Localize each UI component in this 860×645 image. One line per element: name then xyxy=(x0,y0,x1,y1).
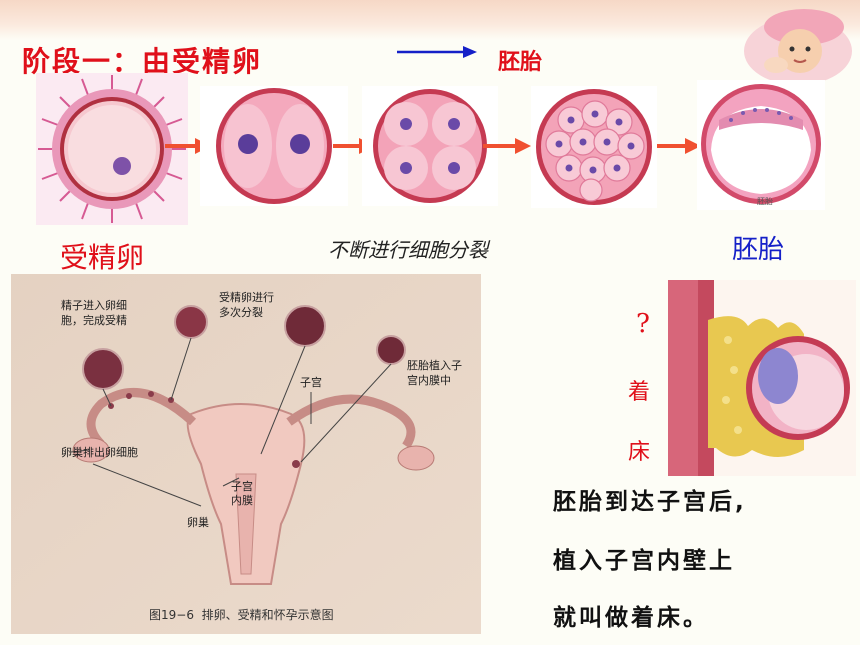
morula-image xyxy=(531,86,657,208)
blastocyst-image xyxy=(697,80,825,210)
blue-arrow-icon xyxy=(397,46,477,58)
blastocyst-label: 胚胎 xyxy=(732,235,785,265)
two-cell-stage-image xyxy=(200,86,348,206)
top-decorative-band xyxy=(0,0,860,40)
label-implants: 胚胎植入子 宫内膜中 xyxy=(407,359,462,387)
figure-caption: 图19−6 排卵、受精和怀孕示意图 xyxy=(149,608,334,622)
label-endometrium: 子宫 内膜 xyxy=(231,480,253,507)
label-ovary-releases: 卵巢排出卵细胞 xyxy=(61,446,138,459)
implantation-image xyxy=(668,280,856,476)
implantation-term-2: 床 xyxy=(628,440,651,465)
division-caption: 不断进行细胞分裂 xyxy=(328,238,488,262)
textbook-figure: 精子进入卵细 胞，完成受精 受精卵进行 多次分裂 子宫 胚胎植入子 宫内膜中 卵… xyxy=(11,274,481,634)
label-uterus: 子宫 xyxy=(300,376,322,389)
label-ovary: 卵巢 xyxy=(187,516,209,529)
stage-title: 阶段一：由受精卵 xyxy=(22,45,263,78)
question-mark: ? xyxy=(636,309,650,339)
zygote-image xyxy=(36,73,188,225)
implantation-term-1: 着 xyxy=(628,380,651,405)
arrow-icon xyxy=(657,138,701,154)
arrow-icon xyxy=(483,138,531,154)
label-divides: 受精卵进行 多次分裂 xyxy=(219,291,274,319)
description-line-1: 胚胎到达子宫后, xyxy=(553,489,747,515)
zygote-label: 受精卵 xyxy=(60,241,145,274)
label-sperm-enters: 精子进入卵细 胞，完成受精 xyxy=(61,299,127,327)
stage-target: 胚胎 xyxy=(498,50,543,75)
reproductive-system-diagram xyxy=(11,274,481,634)
description-line-3: 就叫做着床。 xyxy=(553,605,709,631)
blastocyst-stamp: 胚胎 xyxy=(757,197,773,206)
description-line-2: 植入子宫内壁上 xyxy=(553,548,735,574)
four-cell-stage-image xyxy=(362,86,498,206)
baby-photo xyxy=(744,9,852,85)
